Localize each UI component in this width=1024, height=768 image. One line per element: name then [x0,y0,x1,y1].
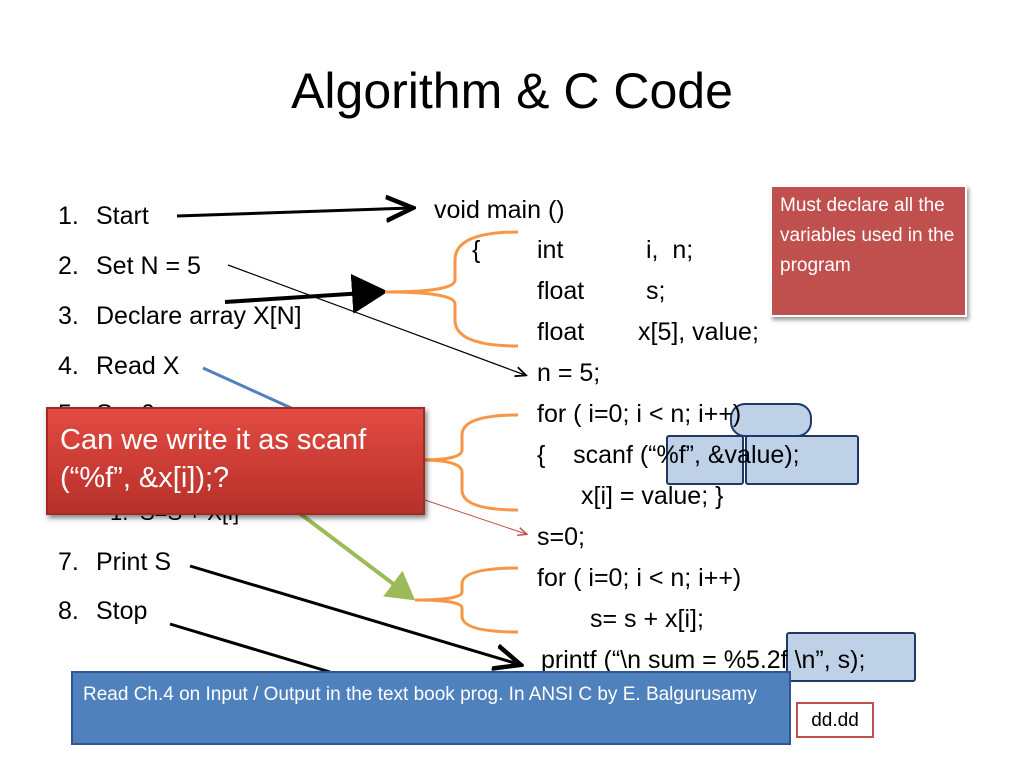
step-number: 4. [58,352,79,380]
step-number: 7. [58,548,79,576]
step-4: 4. Read X [58,352,179,381]
format-string-highlight [666,435,744,485]
step-number: 3. [58,302,79,330]
code-float-type: float [537,277,585,305]
step-text: Stop [96,597,148,625]
arrow-declare-to-brace [224,273,388,314]
step-text: Declare array X[N] [96,302,302,330]
code-scanf: { scanf (“%f”, &value); [537,441,800,469]
format-label: dd.dd [796,702,874,738]
arrow-print-to-printf [189,564,518,664]
arrow-stop [169,622,331,674]
code-int-vars: i, n; [646,236,694,264]
step-text: Start [96,202,149,230]
step-text: Read X [96,352,180,380]
arrow-s-zero [409,494,526,534]
brace-sum-loop [414,566,519,634]
code-for-loop-1: for ( i=0; i < n; i++) [537,400,742,428]
code-n-assign: n = 5; [537,359,601,387]
code-for-loop-2: for ( i=0; i < n; i++) [537,564,742,592]
question-callout: Can we write it as scanf (“%f”, &x[i]);? [46,407,425,515]
code-s-init: s=0; [537,523,585,551]
arrow-start-to-main [176,208,410,216]
code-int-type: int [537,236,564,264]
slide-title: Algorithm & C Code [291,63,733,119]
code-sum: s= s + x[i]; [590,605,704,633]
arrow-setn-to-n [227,264,525,375]
code-printf: printf (“\n sum = %5.2f \n”, s); [541,646,866,674]
step-8: 8. Stop [58,597,147,626]
printf-format-highlight [786,632,916,682]
step-text: Set N = 5 [96,252,201,280]
code-float-vars-2: x[5], value; [638,318,759,346]
brace-input-loop [419,413,519,512]
reading-note: Read Ch.4 on Input / Output in the text … [71,671,791,745]
code-array-assign: x[i] = value; } [581,482,724,510]
declare-variables-note: Must declare all the variables used in t… [770,185,967,317]
step-number: 2. [58,252,79,280]
step-3: 3. Declare array X[N] [58,302,302,331]
step-number: 1. [58,202,79,230]
step-text: Print S [96,548,172,576]
code-float-type-2: float [537,318,585,346]
code-float-vars: s; [646,277,666,305]
value-address-highlight [745,435,859,485]
arrow-read-x [202,366,301,414]
step-number: 8. [58,597,79,625]
step-1: 1. Start [58,202,149,231]
brace-declarations [384,230,519,348]
step-2: 2. Set N = 5 [58,252,201,281]
step-7: 7. Print S [58,548,171,577]
arrow-sum-green [296,510,416,601]
code-void-main: void main () [434,196,565,224]
code-open-brace: { [472,236,481,264]
